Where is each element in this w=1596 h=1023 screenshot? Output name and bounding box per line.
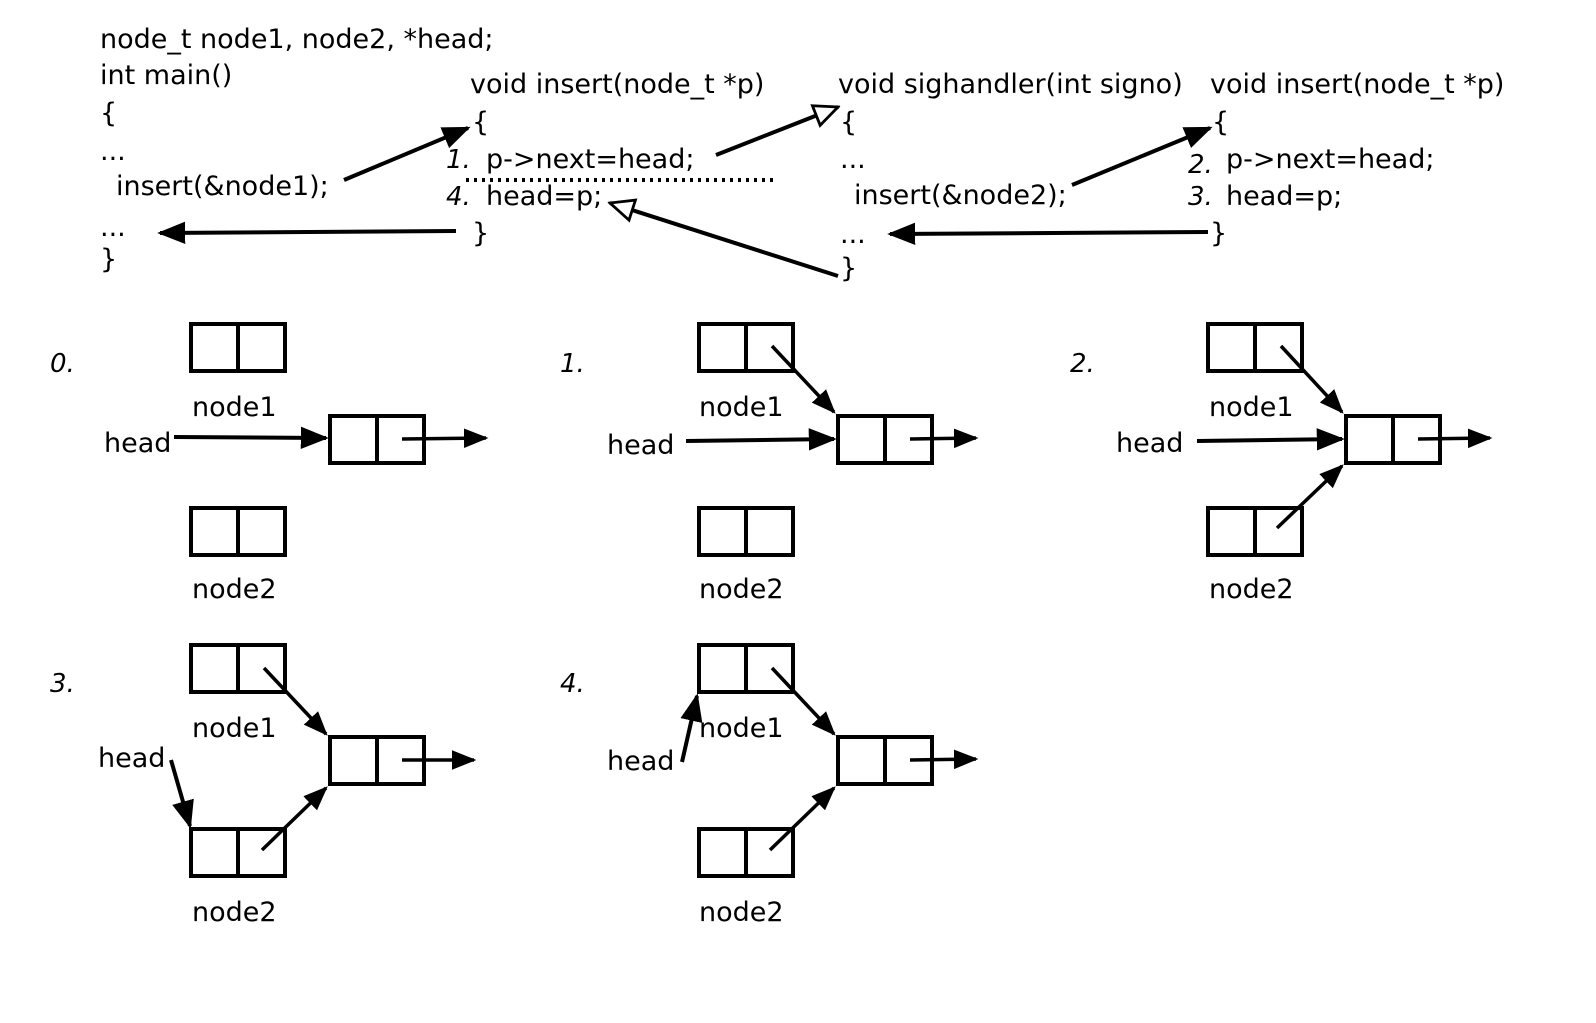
code-insert1-num4: 4. (446, 182, 471, 212)
node1-box (1206, 322, 1304, 373)
code-insert2-line3: head=p; (1226, 181, 1342, 212)
code-handler-close: } (840, 253, 857, 284)
code-insert1-line1: p->next=head; (486, 144, 694, 175)
list-node-box (328, 735, 426, 786)
node2-box (697, 827, 795, 878)
step-number: 3. (50, 669, 75, 699)
arrow-call-insert1 (343, 126, 471, 182)
node1-label: node1 (1209, 392, 1294, 423)
step-1: 1. node1 head node2 (560, 322, 979, 605)
node1-next-arrow (1279, 344, 1344, 414)
node2-label: node2 (192, 574, 277, 605)
head-pointer-arrow (173, 426, 329, 450)
code-insert2-signature: void insert(node_t *p) (1210, 69, 1504, 100)
step-2: 2. node1 head node2 (1070, 322, 1493, 605)
node2-box (1206, 506, 1304, 557)
node2-next-arrow (768, 786, 836, 852)
code-insert2-open: { (1212, 107, 1229, 138)
node1-label: node1 (192, 392, 277, 423)
code-main: node_t node1, node2, *head; int main() {… (100, 24, 494, 275)
code-main-line-open: { (100, 98, 117, 129)
code-insert-first: void insert(node_t *p) { 1. p->next=head… (446, 69, 764, 249)
code-main-line-signature: int main() (100, 60, 232, 91)
code-insert1-signature: void insert(node_t *p) (470, 69, 764, 100)
node2-box (189, 506, 287, 557)
step-number: 0. (50, 349, 75, 379)
list-node-box (328, 414, 426, 465)
node2-box (697, 506, 795, 557)
list-next-arrow (909, 428, 979, 449)
node2-box (189, 827, 287, 878)
code-handler-dots2: ... (840, 219, 866, 250)
node1-next-arrow (770, 344, 836, 414)
code-insert2-close: } (1210, 218, 1227, 249)
head-label: head (98, 743, 165, 774)
code-insert2-num2: 2. (1188, 150, 1213, 180)
arrow-return-main (157, 221, 457, 245)
head-label: head (607, 746, 674, 777)
code-insert1-close: } (472, 218, 489, 249)
code-handler-dots1: ... (840, 144, 866, 175)
node1-label: node1 (699, 392, 784, 423)
node1-label: node1 (192, 713, 277, 744)
head-label: head (607, 430, 674, 461)
code-insert1-num1: 1. (446, 145, 471, 175)
node2-label: node2 (699, 897, 784, 928)
head-label: head (1116, 428, 1183, 459)
code-main-line-declaration: node_t node1, node2, *head; (100, 24, 494, 55)
node2-label: node2 (699, 574, 784, 605)
head-label: head (104, 428, 171, 459)
node2-next-arrow (1275, 464, 1344, 530)
node1-next-arrow (770, 666, 836, 736)
code-main-line-call: insert(&node1); (116, 171, 329, 202)
node1-box (697, 643, 795, 694)
arrow-signal-enter (715, 107, 838, 157)
code-handler-open: { (840, 107, 857, 138)
step-4: 4. node1 head node2 (560, 643, 979, 928)
code-insert2-num3: 3. (1188, 182, 1213, 212)
code-insert1-line4: head=p; (486, 181, 602, 212)
list-next-arrow (909, 749, 979, 770)
arrow-call-insert2 (1071, 126, 1213, 187)
code-insert-second: void insert(node_t *p) { 2. p->next=head… (1188, 69, 1504, 249)
node2-label: node2 (192, 897, 277, 928)
head-pointer-arrow (680, 693, 703, 763)
step-number: 4. (560, 669, 585, 699)
list-next-arrow (401, 428, 489, 449)
node1-box (189, 643, 287, 694)
code-main-line-close: } (100, 244, 117, 275)
arrow-signal-return (610, 203, 839, 278)
node2-label: node2 (1209, 574, 1294, 605)
list-next-arrow (1417, 428, 1493, 449)
code-main-line-dots1: ... (100, 136, 126, 167)
arrow-return-handler (887, 222, 1209, 246)
code-handler-signature: void sighandler(int signo) (838, 69, 1183, 100)
code-insert2-line2: p->next=head; (1226, 144, 1434, 175)
step-0: 0. node1 head node2 (50, 322, 489, 605)
node1-box (697, 322, 795, 373)
code-main-line-dots2: ... (100, 212, 126, 243)
step-number: 1. (560, 349, 585, 379)
head-pointer-arrow (1196, 428, 1345, 451)
code-insert1-open: { (472, 107, 489, 138)
code-handler-call: insert(&node2); (854, 180, 1067, 211)
node2-next-arrow (260, 786, 328, 852)
code-sighandler: void sighandler(int signo) { ... insert(… (838, 69, 1183, 284)
node1-label: node1 (699, 713, 784, 744)
step-3: 3. node1 head node2 (50, 643, 477, 928)
node1-box (189, 322, 287, 373)
head-pointer-arrow (685, 428, 837, 451)
step-number: 2. (1070, 349, 1095, 379)
head-pointer-arrow (169, 759, 194, 829)
node1-next-arrow (262, 666, 328, 736)
